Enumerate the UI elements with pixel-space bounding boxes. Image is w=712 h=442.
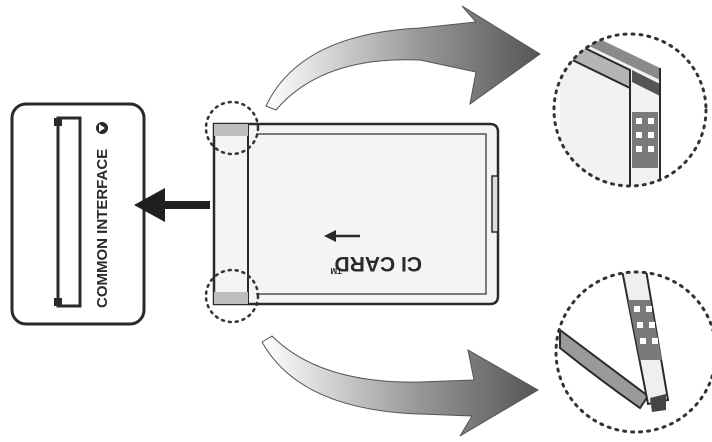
card-label: CI CARD xyxy=(335,252,423,275)
card-direction-arrow-icon xyxy=(324,230,360,242)
triangle-marker-inner xyxy=(99,124,105,132)
slot-label: COMMON INTERFACE xyxy=(94,149,111,308)
corner-detail-top xyxy=(204,100,260,156)
curved-arrow-icon-bottom xyxy=(261,335,539,437)
top-corner-zoom xyxy=(552,32,708,188)
corner-detail-bottom xyxy=(204,268,260,324)
tv-slot-panel: COMMON INTERFACE xyxy=(10,102,146,326)
bottom-corner-zoom xyxy=(554,270,712,434)
ci-slot xyxy=(54,116,82,308)
curved-arrow-icon-top xyxy=(265,5,541,111)
ci-card: CI CARD TM xyxy=(212,122,500,306)
arrow-left-icon xyxy=(134,188,210,222)
card-trademark: TM xyxy=(330,266,342,275)
